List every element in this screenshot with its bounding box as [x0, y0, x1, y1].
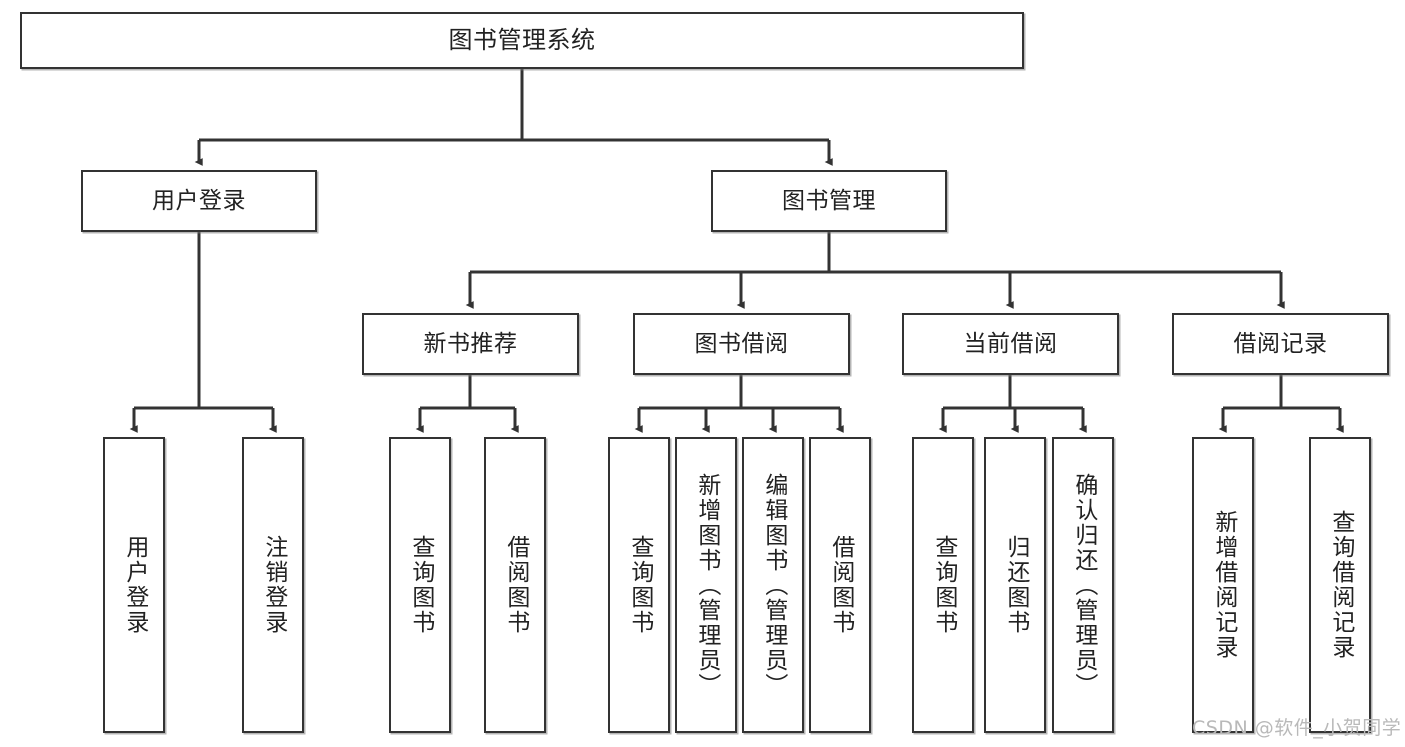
node-leaf-add-book-admin[interactable]: 新增图书（管理员） — [675, 437, 737, 733]
node-level3-current-borrow-label: 当前借阅 — [963, 330, 1058, 357]
node-level3-borrow-record[interactable]: 借阅记录 — [1172, 313, 1389, 375]
node-leaf-edit-book-admin-label: 编辑图书（管理员） — [760, 472, 787, 698]
node-root-label: 图书管理系统 — [448, 26, 596, 55]
node-leaf-add-book-admin-label: 新增图书（管理员） — [693, 472, 720, 698]
node-leaf-query-book-borrow[interactable]: 查询图书 — [608, 437, 670, 733]
node-level2-user-login[interactable]: 用户登录 — [81, 170, 317, 232]
node-root[interactable]: 图书管理系统 — [20, 12, 1024, 69]
node-level3-new-book-recommend-label: 新书推荐 — [423, 330, 518, 357]
node-leaf-edit-book-admin[interactable]: 编辑图书（管理员） — [742, 437, 804, 733]
node-leaf-query-borrow-record-label: 查询借阅记录 — [1327, 510, 1354, 660]
node-leaf-confirm-return-admin[interactable]: 确认归还（管理员） — [1052, 437, 1114, 733]
node-level3-borrow-record-label: 借阅记录 — [1233, 330, 1328, 357]
node-leaf-query-book-current[interactable]: 查询图书 — [912, 437, 974, 733]
node-leaf-add-borrow-record-label: 新增借阅记录 — [1210, 510, 1237, 660]
node-leaf-borrow-book-recommend-label: 借阅图书 — [502, 535, 529, 635]
node-leaf-return-book[interactable]: 归还图书 — [984, 437, 1046, 733]
node-leaf-query-book-recommend-label: 查询图书 — [407, 535, 434, 635]
node-leaf-borrow-book-label: 借阅图书 — [827, 535, 854, 635]
node-leaf-logout[interactable]: 注销登录 — [242, 437, 304, 733]
node-leaf-user-login-label: 用户登录 — [121, 535, 148, 635]
node-leaf-confirm-return-admin-label: 确认归还（管理员） — [1070, 472, 1097, 698]
node-leaf-add-borrow-record[interactable]: 新增借阅记录 — [1192, 437, 1254, 733]
node-leaf-query-borrow-record[interactable]: 查询借阅记录 — [1309, 437, 1371, 733]
watermark: CSDN @软件_小贺同学 — [1192, 717, 1402, 739]
node-level3-book-borrow[interactable]: 图书借阅 — [633, 313, 850, 375]
node-level3-current-borrow[interactable]: 当前借阅 — [902, 313, 1119, 375]
node-level2-book-management-label: 图书管理 — [782, 187, 876, 214]
node-leaf-query-book-recommend[interactable]: 查询图书 — [389, 437, 451, 733]
node-level2-user-login-label: 用户登录 — [152, 187, 246, 214]
node-leaf-query-book-borrow-label: 查询图书 — [626, 535, 653, 635]
node-leaf-return-book-label: 归还图书 — [1002, 535, 1029, 635]
node-leaf-borrow-book-recommend[interactable]: 借阅图书 — [484, 437, 546, 733]
node-level3-book-borrow-label: 图书借阅 — [694, 330, 789, 357]
node-leaf-query-book-current-label: 查询图书 — [930, 535, 957, 635]
node-leaf-borrow-book[interactable]: 借阅图书 — [809, 437, 871, 733]
node-level2-book-management[interactable]: 图书管理 — [711, 170, 947, 232]
node-leaf-logout-label: 注销登录 — [260, 535, 287, 635]
node-level3-new-book-recommend[interactable]: 新书推荐 — [362, 313, 579, 375]
node-leaf-user-login[interactable]: 用户登录 — [103, 437, 165, 733]
